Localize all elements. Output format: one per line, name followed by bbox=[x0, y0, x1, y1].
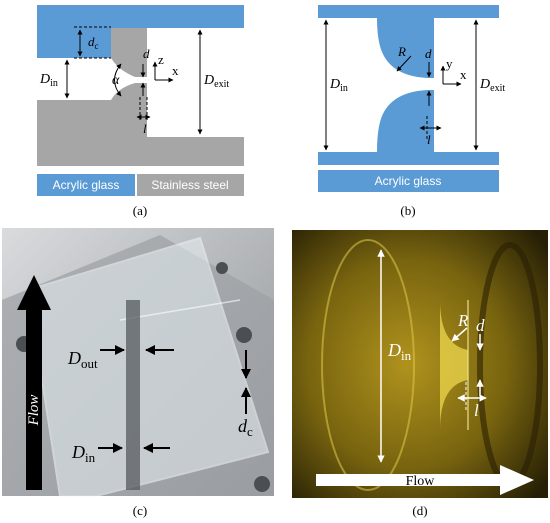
caption-a: (a) bbox=[133, 203, 147, 218]
label-r-d: R bbox=[457, 311, 469, 330]
label-z: z bbox=[158, 52, 164, 67]
label-alpha: α bbox=[112, 73, 120, 88]
acrylic-nozzle-lower bbox=[377, 90, 434, 152]
label-r-b: R bbox=[397, 44, 406, 59]
panel-c-photo: Flow Dout Din dc (c) bbox=[2, 228, 274, 518]
label-d-d: d bbox=[476, 316, 485, 335]
legend-acrylic-swatch-b bbox=[318, 170, 499, 192]
legend-steel-swatch bbox=[137, 174, 244, 196]
steel-nozzle-upper bbox=[111, 28, 147, 77]
acrylic-top-bar bbox=[37, 5, 244, 28]
label-flow-d: Flow bbox=[406, 474, 436, 489]
screw-hole bbox=[236, 327, 252, 343]
acrylic-strip bbox=[26, 236, 270, 497]
label-d: d bbox=[143, 46, 150, 61]
steel-lower-block bbox=[37, 83, 244, 166]
label-l-d: l bbox=[474, 401, 479, 420]
acrylic-top-plate bbox=[318, 5, 499, 18]
flow-arrow-c bbox=[17, 275, 51, 490]
label-dout: Dout bbox=[67, 348, 98, 371]
label-l: l bbox=[143, 121, 147, 136]
r-radius-arrow bbox=[396, 55, 412, 72]
legend-acrylic-swatch bbox=[37, 174, 135, 196]
legend-acrylic-label-b: Acrylic glass bbox=[375, 174, 442, 188]
caption-d: (d) bbox=[412, 503, 427, 518]
acrylic-bottom-plate bbox=[318, 152, 499, 165]
screw-hole bbox=[216, 262, 228, 274]
panel-a-schematic: dc Din α d z x l Dexit Acrylic glass Sta… bbox=[37, 5, 244, 218]
label-y-b: y bbox=[446, 56, 453, 71]
label-dexit-b: Dexit bbox=[479, 77, 505, 94]
label-d-b: d bbox=[425, 46, 432, 61]
label-din-b: Din bbox=[329, 77, 348, 94]
label-flow-c: Flow bbox=[26, 395, 42, 427]
caption-b: (b) bbox=[400, 203, 415, 218]
label-x-b: x bbox=[460, 67, 467, 82]
flow-channel bbox=[126, 300, 140, 490]
caption-c: (c) bbox=[133, 503, 147, 518]
alpha-angle-arc bbox=[114, 63, 122, 97]
label-din-d: Din bbox=[387, 340, 412, 363]
screw-hole bbox=[254, 476, 270, 492]
acrylic-nozzle-upper bbox=[377, 18, 434, 78]
label-din-c: Din bbox=[71, 442, 96, 465]
acrylic-upper-block bbox=[37, 28, 111, 58]
label-dc: dc bbox=[88, 34, 99, 51]
label-dexit: Dexit bbox=[203, 73, 229, 90]
panel-d-photo: Din R d l Flow (d) bbox=[292, 230, 548, 518]
nozzle-profile bbox=[440, 300, 468, 430]
legend-steel-label: Stainless steel bbox=[151, 178, 228, 192]
label-x: x bbox=[172, 63, 179, 78]
label-din: Din bbox=[39, 72, 58, 89]
label-l-b: l bbox=[427, 132, 431, 147]
legend-acrylic-label: Acrylic glass bbox=[53, 178, 120, 192]
flow-arrow-d bbox=[316, 465, 534, 495]
panel-b-schematic: R d y x l Din Dexit Acrylic glass (b) bbox=[318, 5, 505, 218]
label-dc-c: dc bbox=[238, 416, 253, 439]
